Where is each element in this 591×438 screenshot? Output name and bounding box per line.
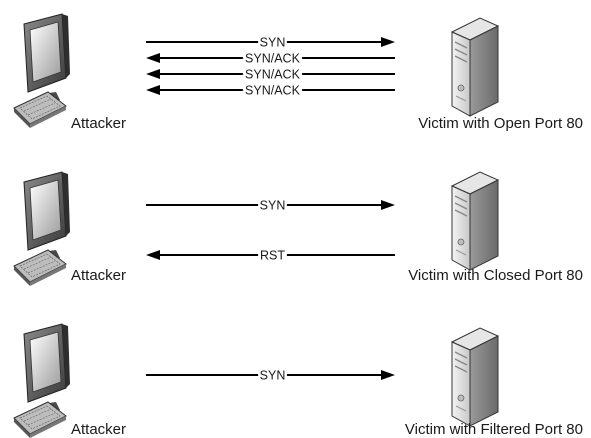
scenario-2: SYN RST: [13, 171, 499, 287]
packet-arrow: SYN: [146, 368, 395, 383]
attacker-label: Attacker: [71, 115, 127, 132]
packet-arrow: SYN/ACK: [146, 51, 395, 66]
packet-label: SYN: [260, 369, 286, 383]
arrowhead-icon: [146, 85, 160, 95]
arrowhead-icon: [381, 37, 395, 47]
packet-label: SYN/ACK: [245, 52, 301, 66]
packet-arrow: SYN/ACK: [146, 67, 395, 82]
packet-arrow: SYN: [146, 35, 395, 50]
attacker-computer-icon: [13, 171, 71, 287]
victim-server-icon: [451, 17, 499, 117]
attacker-label: Attacker: [71, 421, 127, 438]
victim-label: Victim with Closed Port 80: [408, 267, 583, 284]
victim-server-icon: [451, 327, 499, 427]
victim-server-icon: [451, 171, 499, 271]
arrowhead-icon: [146, 69, 160, 79]
victim-label: Victim with Filtered Port 80: [404, 421, 583, 438]
packet-label: SYN/ACK: [245, 68, 301, 82]
scenario-1: SYN SYN/ACK SYN/ACK SYN/ACK: [13, 13, 499, 129]
packet-arrow: RST: [146, 248, 395, 263]
packet-label: SYN: [260, 199, 286, 213]
arrowhead-icon: [381, 370, 395, 380]
attacker-computer-icon: [13, 13, 71, 129]
arrowhead-icon: [146, 250, 160, 260]
packet-arrow: SYN: [146, 198, 395, 213]
arrowhead-icon: [381, 200, 395, 210]
packet-label: SYN: [260, 36, 286, 50]
victim-label: Victim with Open Port 80: [418, 115, 583, 132]
packet-label: SYN/ACK: [245, 84, 301, 98]
attacker-computer-icon: [13, 323, 71, 438]
packet-arrow: SYN/ACK: [146, 83, 395, 98]
scenario-3: SYN: [13, 323, 499, 438]
attacker-label: Attacker: [71, 267, 127, 284]
packet-label: RST: [260, 249, 285, 263]
arrowhead-icon: [146, 53, 160, 63]
